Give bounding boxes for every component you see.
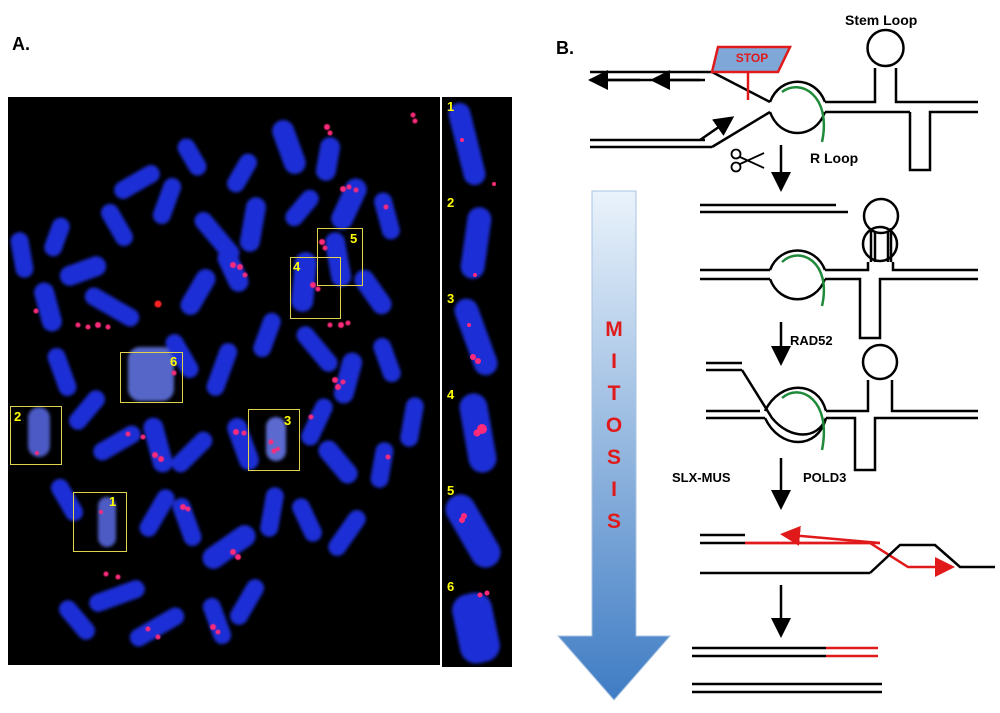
mitosis-letter: I [611,350,617,373]
r-loop-rna [781,391,825,451]
fork-arrows [588,70,735,142]
r-loop-rna [781,86,825,143]
inset-number: 1 [447,99,455,114]
inset-number: 4 [447,387,455,402]
fish-foci [33,112,418,640]
metaphase-spread-image: 5 4 6 2 3 1 [8,97,440,665]
inset-number: 3 [447,291,455,306]
mitosis-letter: S [606,510,621,533]
mitosis-letter: S [606,446,621,469]
stop-label: STOP [735,51,769,65]
mitosis-letter: I [611,478,617,501]
inset-3: 3 [442,289,512,379]
r-loop-rna [781,254,825,307]
inset-number: 2 [447,195,455,210]
stop-sign [710,45,792,74]
inset-2: 2 [442,193,512,283]
pold3-label: POLD3 [803,470,847,485]
roi-number: 6 [170,354,178,369]
cleaved-fork [700,197,978,340]
rad52-label: RAD52 [790,333,833,348]
mitosis-letter: T [607,382,621,405]
roi-number: 2 [14,409,22,424]
mitosis-letter: O [605,414,623,437]
roi-box-2 [10,406,62,465]
mitosis-letter: M [605,318,623,341]
mitosis-arrow [556,190,672,701]
chromosomes [10,120,424,647]
roi-box-4 [290,257,341,319]
chromosome-spread [10,112,424,647]
pold3-synthesis [700,525,995,577]
roi-box-1 [73,492,127,552]
inset-number: 5 [447,483,455,498]
rad52-invasion [706,343,978,472]
inset-number: 6 [447,579,455,594]
repaired-products [692,646,882,694]
inset-4: 4 [442,385,512,475]
roi-number: 4 [293,259,301,274]
panel-b-label: B. [556,38,574,58]
inset-5: 5 [442,481,512,571]
roi-box-3 [248,409,300,471]
inset-1: 1 [442,97,512,187]
stem-loop-label: Stem Loop [845,12,918,28]
scissors-icon [730,148,765,173]
r-loop-label: R Loop [810,150,859,166]
inset-column: 1 2 3 4 5 6 [442,97,512,667]
roi-number: 5 [350,231,358,246]
inset-6: 6 [442,577,512,667]
roi-number: 3 [284,413,292,428]
panel-a-label: A. [12,34,30,54]
slx-mus-label: SLX-MUS [672,470,731,485]
roi-number: 1 [109,494,117,509]
roi-box-6 [120,352,183,403]
